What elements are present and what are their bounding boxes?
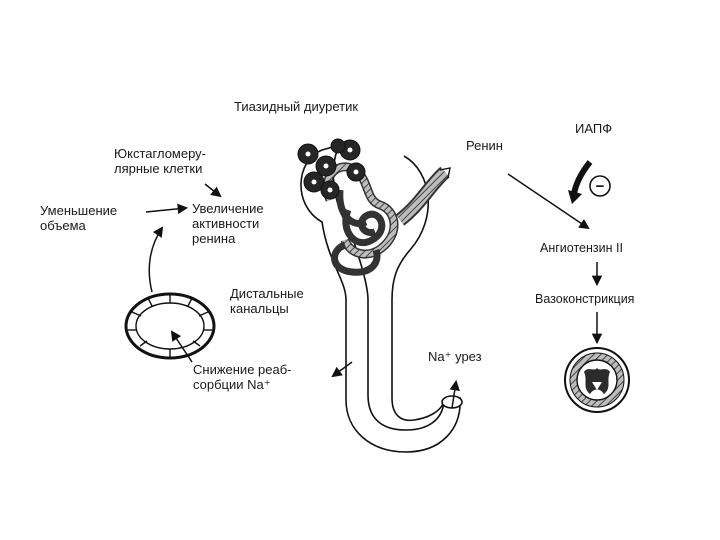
label-ace-inhibitor: ИАПФ [575, 121, 613, 136]
label-distal-line2: канальцы [230, 301, 289, 316]
inhibition-minus-sign: − [596, 178, 605, 195]
juxtaglomerular-cells [297, 138, 366, 200]
label-renin-activity-increase: Увеличение активности ренина [192, 201, 264, 246]
label-na-excretion: Na⁺ урез [428, 349, 482, 364]
label-distal-line1: Дистальные [230, 286, 304, 301]
label-volume-decrease: Уменьшение объема [40, 203, 117, 233]
label-renin-activity-line2: активности [192, 216, 260, 231]
tubule-cross-section-icon [124, 292, 216, 360]
label-angiotensin-ii: Ангиотензин II [540, 241, 623, 255]
constricted-vessel-icon [564, 347, 630, 413]
label-juxtaglomerular-cells: Юкстагломеру- лярные клетки [114, 146, 206, 176]
label-reabs-line1: Снижение реаб- [193, 362, 292, 377]
arrow-juxta-to-renin-activity [204, 183, 222, 198]
label-distal-tubules: Дистальные канальцы [230, 286, 304, 316]
label-renin-activity-line3: ренина [192, 231, 236, 246]
label-thiazide-diuretic: Тиазидный диуретик [234, 99, 359, 114]
arrows [145, 173, 603, 409]
arrow-renin-to-angiotensin [507, 173, 590, 230]
label-vasoconstriction: Вазоконстрикция [535, 292, 635, 306]
label-juxtaglomerular-line2: лярные клетки [114, 161, 203, 176]
label-volume-line2: объема [40, 218, 86, 233]
label-volume-line1: Уменьшение [40, 203, 118, 218]
arrow-volume-to-renin [145, 203, 189, 215]
label-juxtaglomerular-line1: Юкстагломеру- [114, 146, 207, 161]
arrow-cross-section-to-volume [148, 226, 164, 293]
glomerulus-icon [322, 162, 451, 276]
label-na-reabsorption-decrease: Снижение реаб- сорбции Na⁺ [193, 362, 292, 392]
inhibition-minus-icon: − [568, 160, 611, 204]
label-renin-activity-line1: Увеличение [192, 201, 264, 216]
arrow-reabs-to-cross-section [170, 330, 193, 363]
label-reabs-line2: сорбции Na⁺ [193, 377, 271, 392]
arrow-distal-to-cross-section [331, 361, 353, 378]
label-renin: Ренин [466, 138, 503, 153]
arrow-na-excretion [449, 379, 460, 409]
